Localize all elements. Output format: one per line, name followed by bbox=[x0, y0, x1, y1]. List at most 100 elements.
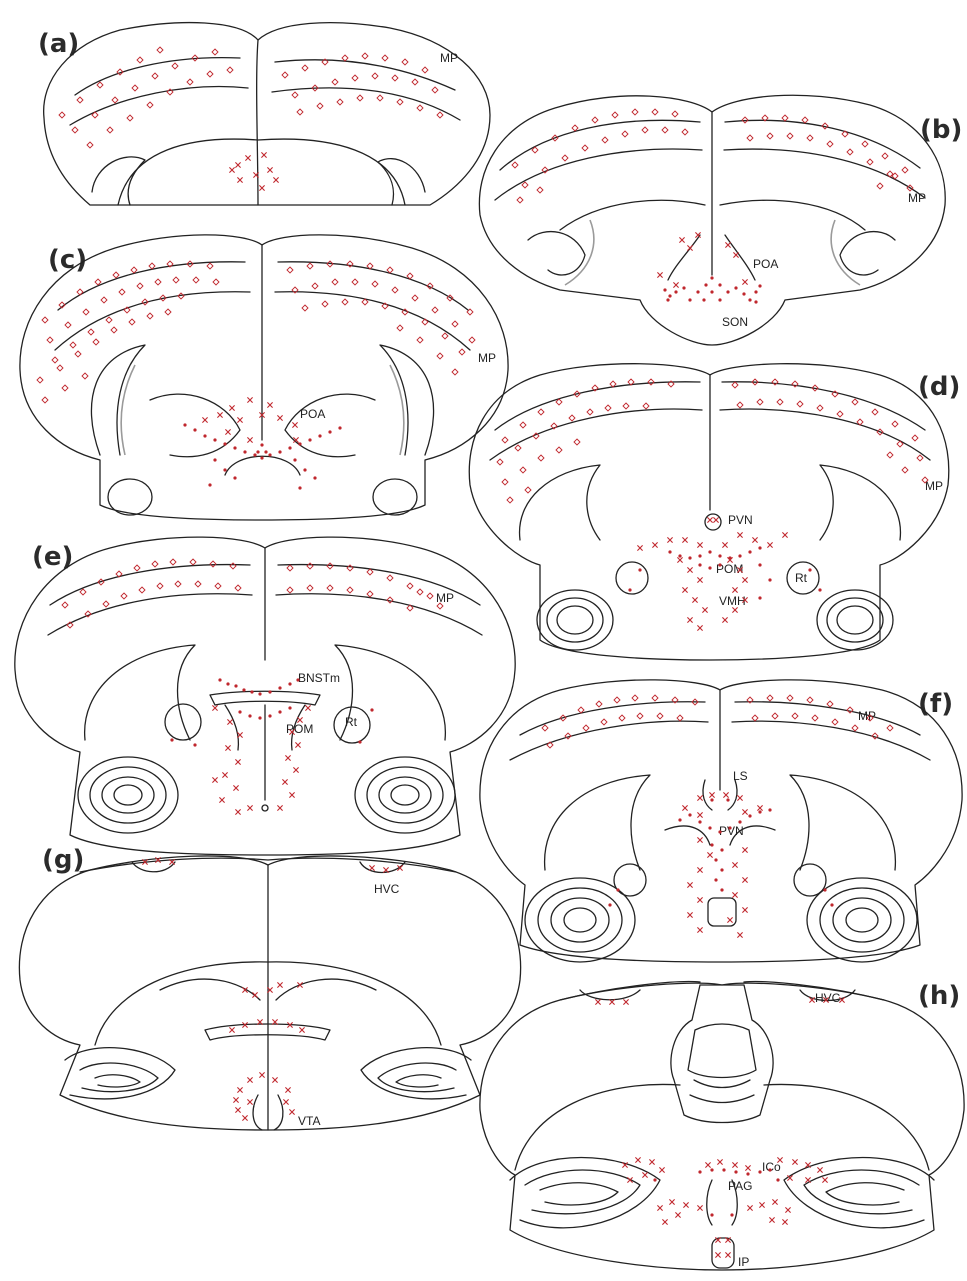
panel-h-cross-marker bbox=[717, 1159, 722, 1164]
panel-d-diamond-marker bbox=[569, 415, 575, 421]
panel-d-diamond-marker bbox=[520, 422, 526, 428]
panel-b-diamond-marker bbox=[662, 127, 668, 133]
panel-c-diamond-marker bbox=[442, 333, 448, 339]
panel-d-diamond-marker bbox=[757, 399, 763, 405]
panel-b-diamond-marker bbox=[512, 162, 518, 168]
panel-a-diamond-marker bbox=[59, 112, 65, 118]
panel-b-diamond-marker bbox=[782, 115, 788, 121]
panel-e-diamond-marker bbox=[327, 585, 333, 591]
panel-g-right-curls bbox=[361, 1048, 471, 1099]
panel-a-cross-marker bbox=[273, 177, 278, 182]
panel-b-cross-marker bbox=[742, 279, 747, 284]
panel-c-left-ventricle bbox=[91, 345, 145, 455]
panel-d-left-tectum-3 bbox=[557, 606, 593, 634]
panel-e-cross-marker bbox=[235, 809, 240, 814]
panel-h-cross-marker bbox=[635, 1157, 640, 1162]
panel-c-dot-marker bbox=[298, 442, 301, 445]
panel-h-cross-marker bbox=[697, 1205, 702, 1210]
panel-f-dot-marker bbox=[720, 888, 723, 891]
panel-c-diamond-marker bbox=[432, 307, 438, 313]
panel-d-diamond-marker bbox=[587, 409, 593, 415]
panel-d-diamond-marker bbox=[777, 399, 783, 405]
panel-b-cross-marker bbox=[673, 282, 678, 287]
panel-f-dot-marker bbox=[710, 798, 713, 801]
panel-c-dot-marker bbox=[264, 450, 267, 453]
panel-h-dot-marker bbox=[776, 1178, 779, 1181]
panel-a-lower-contour bbox=[118, 139, 405, 205]
panel-f-cross-marker bbox=[687, 882, 692, 887]
panel-f-diamond-marker bbox=[852, 725, 858, 731]
panel-d-label-rt: Rt bbox=[795, 571, 808, 585]
panel-h-dot-marker bbox=[758, 1170, 761, 1173]
panel-c-diamond-marker bbox=[57, 365, 63, 371]
panel-c-diamond-marker bbox=[193, 277, 199, 283]
panel-d-right-tectum-1 bbox=[817, 590, 893, 650]
panel-b-diamond-marker bbox=[787, 133, 793, 139]
panel-d-cross-marker bbox=[742, 577, 747, 582]
panel-h-label-pag: PAG bbox=[728, 1179, 752, 1193]
panel-e-diamond-marker bbox=[427, 593, 433, 599]
panel-c-diamond-marker bbox=[88, 329, 94, 335]
panel-b-dot-marker bbox=[758, 284, 761, 287]
panel-c-cross-marker bbox=[292, 422, 297, 427]
panel-b-label-son: SON bbox=[722, 315, 748, 329]
panel-e-bnstm-bar bbox=[210, 691, 320, 705]
panel-d-diamond-marker bbox=[837, 411, 843, 417]
panel-d-inner-right bbox=[820, 465, 900, 540]
panel-c-diamond-marker bbox=[65, 322, 71, 328]
panel-c-diamond-marker bbox=[173, 277, 179, 283]
panel-a-diamond-marker bbox=[302, 65, 308, 71]
panel-d-cross-marker bbox=[682, 587, 687, 592]
panel-g-cross-marker bbox=[237, 1087, 242, 1092]
panel-c-diamond-marker bbox=[75, 351, 81, 357]
panel-b-diamond-marker bbox=[747, 135, 753, 141]
panel-c-diamond-marker bbox=[155, 279, 161, 285]
panel-d-dot-marker bbox=[728, 556, 731, 559]
panel-e-left-tectum-4 bbox=[114, 785, 142, 805]
panel-d-diamond-marker bbox=[872, 409, 878, 415]
panel-e-diamond-marker bbox=[215, 583, 221, 589]
panel-d-dot-marker bbox=[688, 556, 691, 559]
panel-a-diamond-marker bbox=[137, 57, 143, 63]
panel-h-dot-marker bbox=[653, 1178, 656, 1181]
panel-h-cross-marker bbox=[785, 1207, 790, 1212]
panel-e-diamond-marker bbox=[230, 563, 236, 569]
panel-c-diamond-marker bbox=[131, 267, 137, 273]
panel-c-diamond-marker bbox=[149, 263, 155, 269]
panel-d-lamina-right-2 bbox=[720, 409, 930, 460]
panel-b-letter: (b) bbox=[920, 115, 962, 145]
panel-c-dot-marker bbox=[278, 450, 281, 453]
panel-b-dot-marker bbox=[754, 290, 757, 293]
panel-a-diamond-marker bbox=[212, 49, 218, 55]
panel-c-dot-marker bbox=[260, 456, 263, 459]
panel-a-diamond-marker bbox=[422, 67, 428, 73]
panel-d-cross-marker bbox=[737, 532, 742, 537]
panel-h-dot-marker bbox=[730, 1213, 733, 1216]
panel-c-diamond-marker bbox=[106, 317, 112, 323]
panel-a-diamond-marker bbox=[397, 99, 403, 105]
panel-f-cross-marker bbox=[697, 927, 702, 932]
panel-a-label-mp: MP bbox=[440, 51, 458, 65]
panel-b-cross-marker bbox=[733, 252, 738, 257]
panel-c-diamond-marker bbox=[392, 287, 398, 293]
panel-e-lamina-left-2 bbox=[48, 594, 252, 635]
panel-f-dot-marker bbox=[698, 820, 701, 823]
panel-a-diamond-marker bbox=[362, 53, 368, 59]
panel-c-diamond-marker bbox=[307, 263, 313, 269]
panel-d-dot-marker bbox=[638, 568, 641, 571]
panel-a-diamond-marker bbox=[372, 73, 378, 79]
panel-d-diamond-marker bbox=[902, 467, 908, 473]
panel-h-hvc-left bbox=[580, 990, 640, 1000]
panel-g-label-vta: VTA bbox=[298, 1114, 320, 1128]
panel-h-cross-marker bbox=[649, 1159, 654, 1164]
panel-a-diamond-marker bbox=[282, 72, 288, 78]
panel-h-cross-marker bbox=[817, 1167, 822, 1172]
panel-f-diamond-marker bbox=[827, 701, 833, 707]
panel-c-grey-left bbox=[121, 365, 135, 455]
panel-a: (a) MP bbox=[38, 23, 490, 205]
panel-d-dot-marker bbox=[628, 588, 631, 591]
panel-g-cross-marker bbox=[259, 1072, 264, 1077]
panel-d-cross-marker bbox=[637, 545, 642, 550]
panel-e-dot-marker bbox=[288, 706, 291, 709]
panel-b-cross-marker bbox=[679, 237, 684, 242]
